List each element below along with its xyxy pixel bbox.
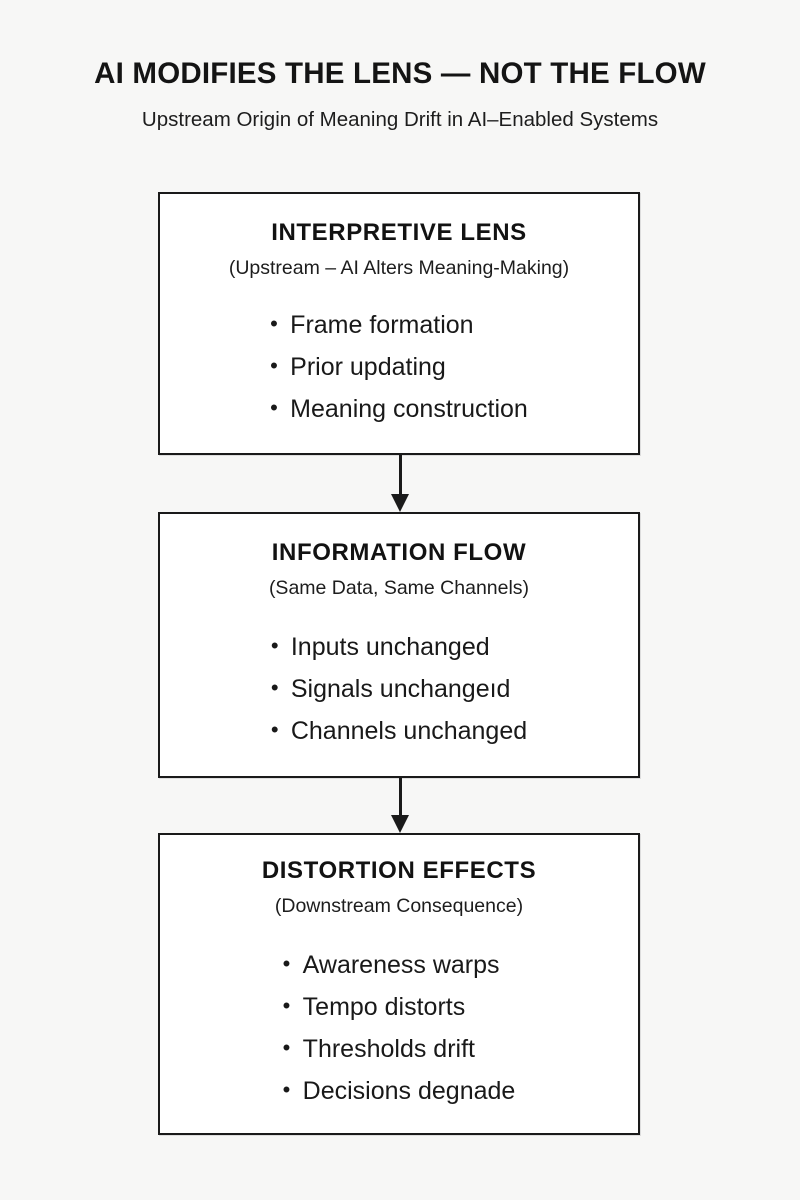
list-item-label: Meaning construction <box>290 394 528 423</box>
flow-node-distortion-effects: DISTORTION EFFECTS (Downstream Consequen… <box>158 833 640 1135</box>
node-subheading: (Upstream – AI Alters Meaning-Making) <box>228 257 570 280</box>
bullet-dot-icon: • <box>282 950 291 976</box>
flow-node-interpretive-lens: INTERPRETIVE LENS (Upstream – AI Alters … <box>158 192 640 455</box>
node-bullet-list: • Frame formation • Prior updating • Meanin… <box>270 304 528 430</box>
list-item-label: Thresholds drift <box>302 1034 475 1063</box>
bullet-dot-icon: • <box>270 352 278 378</box>
list-item-label: Signals unchangeıd <box>290 674 511 703</box>
flow-node-information-flow: INFORMATION FLOW (Same Data, Same Channe… <box>158 512 640 778</box>
page-subtitle: Upstream Origin of Meaning Drift in AI–E… <box>141 108 659 132</box>
list-item: • Meaning construction <box>270 388 528 430</box>
list-item-label: Tempo distorts <box>302 992 466 1021</box>
list-item: • Prior updating <box>270 346 528 388</box>
bullet-dot-icon: • <box>270 674 279 700</box>
node-bullet-list: • Inputs unchanged • Signals unchangeıd • C… <box>271 626 527 752</box>
list-item-label: Awareness warps <box>302 950 500 979</box>
page-title: AI MODIFIES THE LENS — NOT THE FLOW <box>94 57 706 90</box>
arrow-down-icon-flow-to-distortion <box>391 778 409 833</box>
list-item-label: Frame formation <box>290 310 474 339</box>
list-item: • Thresholds drift <box>283 1028 516 1070</box>
list-item-label: Prior updating <box>290 352 446 381</box>
bullet-dot-icon: • <box>270 632 279 658</box>
list-item: • Frame formation <box>270 304 528 346</box>
node-bullet-wrap: • Awareness warps • Tempo distorts • Thresh… <box>160 944 638 1112</box>
list-item-label: Inputs unchanged <box>290 632 490 661</box>
list-item: • Signals unchangeıd <box>271 668 527 710</box>
node-bullet-wrap: • Inputs unchanged • Signals unchangeıd • C… <box>160 626 638 752</box>
node-subheading: (Downstream Consequence) <box>274 895 524 918</box>
list-item: • Decisions degnade <box>283 1070 516 1112</box>
bullet-dot-icon: • <box>270 716 279 742</box>
node-bullet-wrap: • Frame formation • Prior updating • Meanin… <box>160 304 638 430</box>
bullet-dot-icon: • <box>282 1076 291 1102</box>
node-heading: DISTORTION EFFECTS <box>261 857 537 884</box>
diagram-header: AI MODIFIES THE LENS — NOT THE FLOW Upst… <box>0 57 800 132</box>
node-bullet-list: • Awareness warps • Tempo distorts • Thresh… <box>283 944 516 1112</box>
node-subheading: (Same Data, Same Channels) <box>268 577 530 600</box>
list-item: • Awareness warps <box>283 944 516 986</box>
bullet-dot-icon: • <box>270 394 278 420</box>
arrow-down-icon-lens-to-flow <box>391 455 409 512</box>
arrow-shaft <box>399 778 402 816</box>
bullet-dot-icon: • <box>282 992 291 1018</box>
bullet-dot-icon: • <box>270 310 278 336</box>
arrow-shaft <box>399 455 402 495</box>
list-item-label: Channels unchanged <box>290 716 528 745</box>
node-heading: INTERPRETIVE LENS <box>271 219 527 246</box>
list-item: • Channels unchanged <box>271 710 527 752</box>
list-item-label: Decisions degnade <box>302 1076 516 1105</box>
list-item: • Inputs unchanged <box>271 626 527 668</box>
bullet-dot-icon: • <box>282 1034 291 1060</box>
list-item: • Tempo distorts <box>283 986 516 1028</box>
arrow-head <box>391 494 409 512</box>
arrow-head <box>391 815 409 833</box>
node-heading: INFORMATION FLOW <box>271 539 527 566</box>
